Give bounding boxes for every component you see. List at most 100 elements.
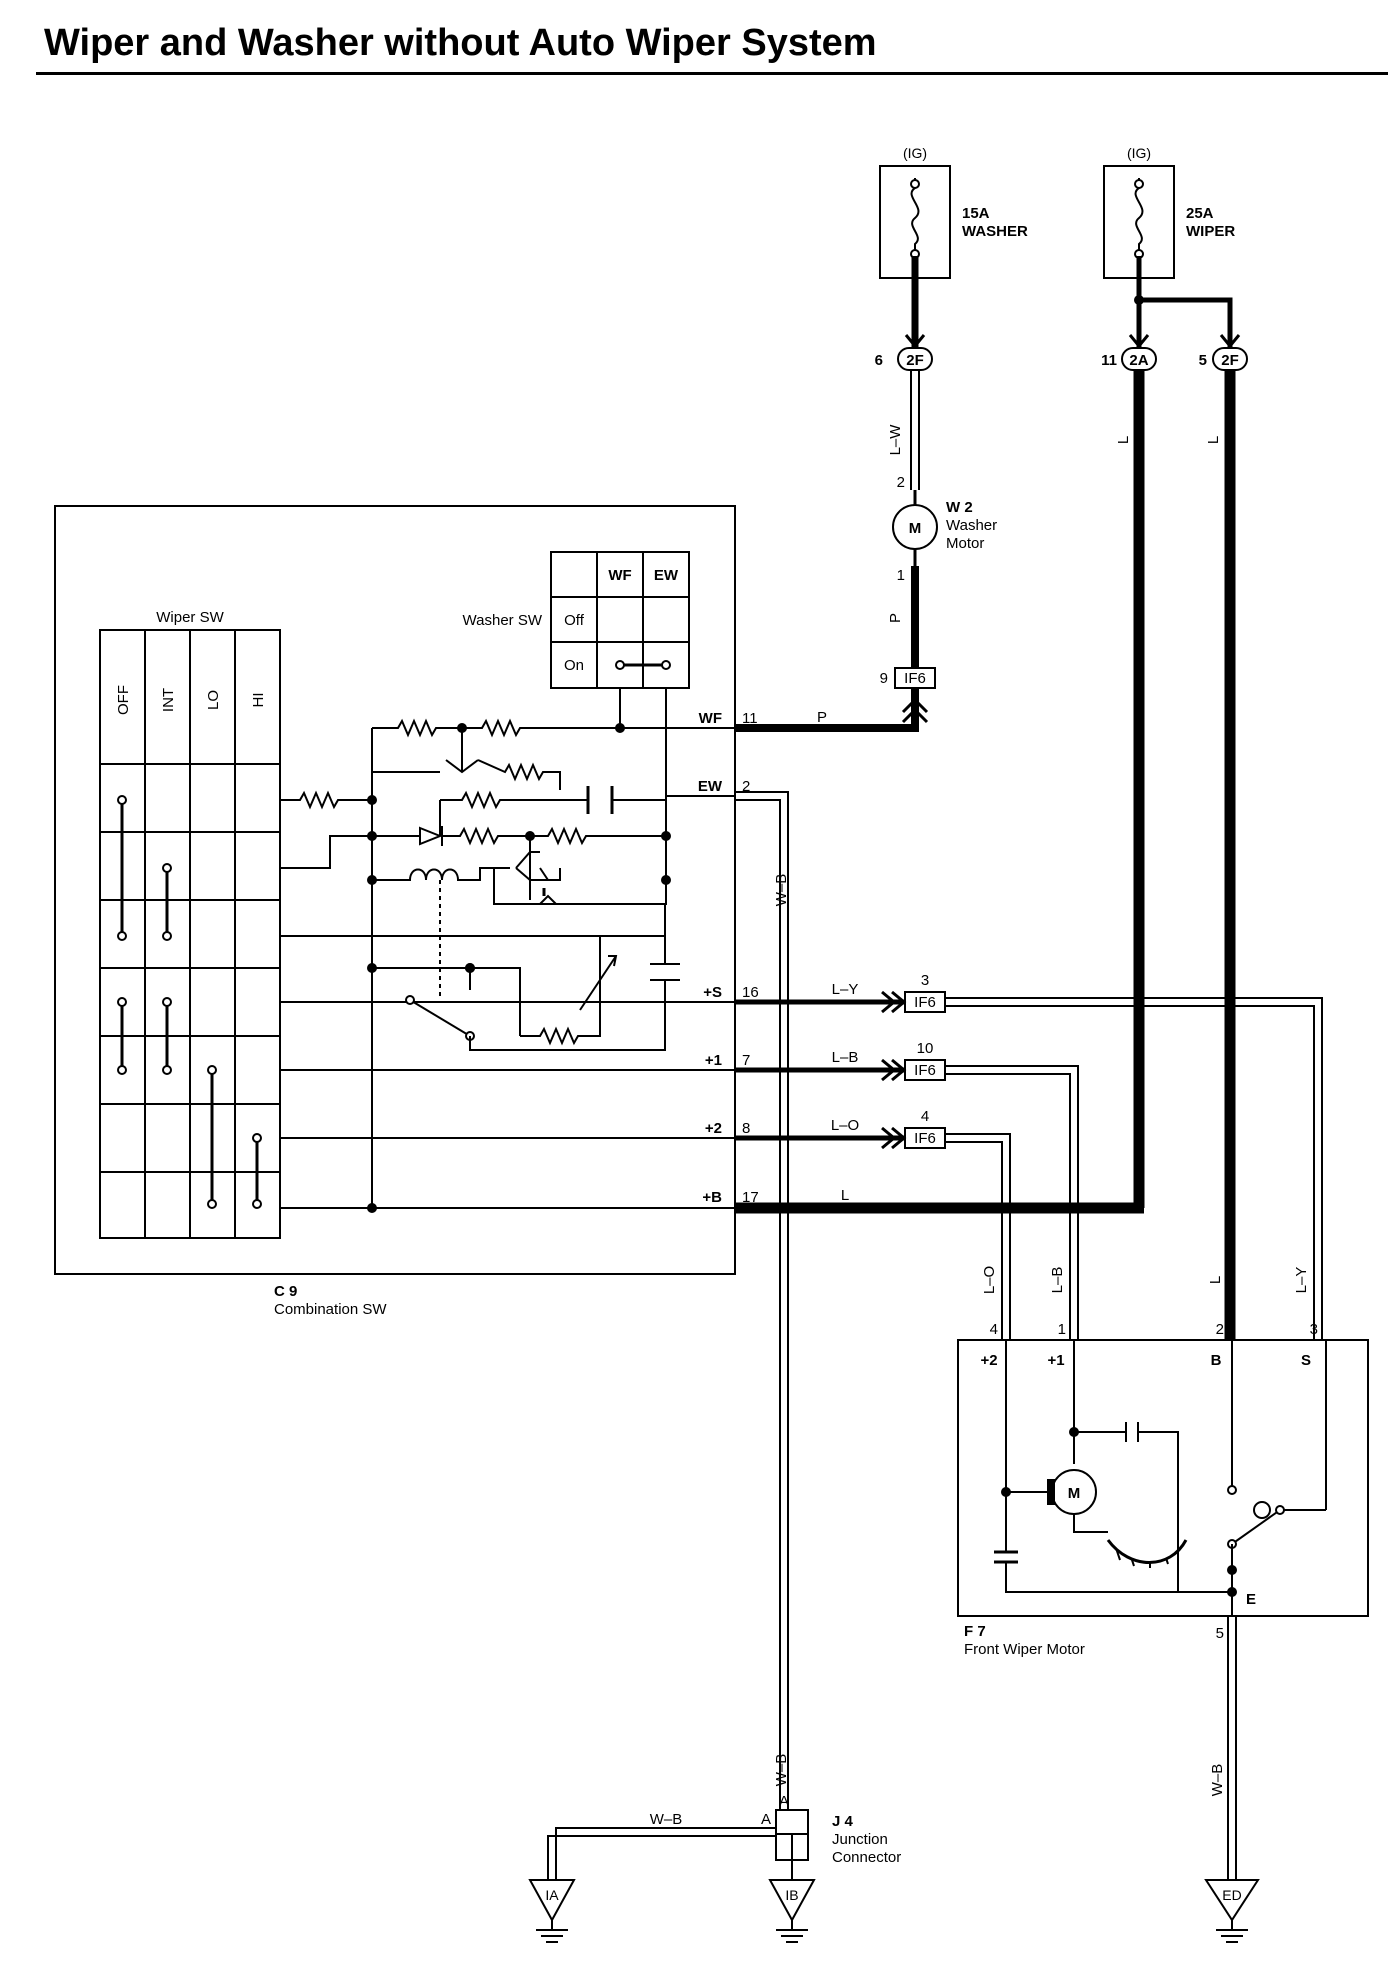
washer-motor-symbol: M — [909, 520, 922, 537]
if6-s-pin: 3 — [921, 972, 929, 989]
page-title: Wiper and Washer without Auto Wiper Syst… — [44, 22, 877, 64]
fwm-pin-3: 3 — [1310, 1321, 1318, 1338]
wiper-fuse-name: WIPER — [1186, 223, 1235, 240]
fwm-name: Front Wiper Motor — [964, 1641, 1085, 1658]
wire-l-2a: L — [1115, 436, 1132, 444]
ground-ed — [1204, 1879, 1260, 1943]
title-rule — [36, 72, 1388, 75]
washer-motor-pin-bottom: 1 — [897, 567, 905, 584]
connector-if6-1 — [904, 1059, 946, 1081]
term-2-pin: 8 — [742, 1120, 750, 1137]
fwm-motor-symbol: M — [1068, 1485, 1081, 1502]
washer-row-off: Off — [564, 612, 585, 629]
j4-pin-a-left: A — [761, 1811, 771, 1828]
pos-hi: HI — [250, 693, 267, 708]
j4-name1: Junction — [832, 1831, 888, 1848]
wiper-fuse-rating: 25A — [1186, 205, 1214, 222]
term-ew: EW — [698, 778, 723, 795]
term-ew-pin: 2 — [742, 778, 750, 795]
ground-ia — [528, 1879, 576, 1943]
washer-fuse-name: WASHER — [962, 223, 1028, 240]
front-wiper-motor-box — [957, 1339, 1369, 1617]
fwm-term-plus1: +1 — [1047, 1352, 1064, 1369]
c2a-code: 2A — [1129, 352, 1148, 369]
term-1: +1 — [705, 1052, 722, 1069]
term-s-pin: 16 — [742, 984, 759, 1001]
washer-row-on: On — [564, 657, 584, 674]
washer-motor-code: W 2 — [946, 499, 973, 516]
term-b-pin: 17 — [742, 1189, 759, 1206]
term-b: +B — [702, 1189, 722, 1206]
if6-p-code: IF6 — [904, 670, 926, 687]
wire-wb-ia: W–B — [650, 1811, 683, 1828]
washer-col-wf: WF — [608, 567, 631, 584]
wire-wb-ed: W–B — [1209, 1764, 1226, 1797]
wire-lb: L–B — [832, 1049, 859, 1066]
term-wf: WF — [699, 710, 722, 727]
wire-lw: L–W — [887, 424, 904, 456]
pos-int: INT — [160, 688, 177, 712]
wiper-fuse-source: (IG) — [1127, 145, 1151, 161]
fwm-code: F 7 — [964, 1623, 986, 1640]
pos-lo: LO — [205, 690, 222, 710]
c2f-wiper-code: 2F — [1221, 352, 1239, 369]
c2f-wiper-pin: 5 — [1199, 352, 1207, 369]
washer-motor-pin-top: 2 — [897, 474, 905, 491]
combination-sw-name: Combination SW — [274, 1301, 387, 1318]
connector-if6-2 — [904, 1127, 946, 1149]
fwm-pin-5: 5 — [1216, 1625, 1224, 1642]
wire-l-vertical: L — [1207, 1276, 1224, 1284]
wire-ly-vertical: L–Y — [1293, 1267, 1310, 1294]
if6-2-code: IF6 — [914, 1130, 936, 1147]
if6-p-pin: 9 — [880, 670, 888, 687]
if6-1-code: IF6 — [914, 1062, 936, 1079]
washer-fuse-source: (IG) — [903, 145, 927, 161]
wire-lb-vertical: L–B — [1049, 1267, 1066, 1294]
wire-lo: L–O — [831, 1117, 859, 1134]
fwm-term-s: S — [1301, 1352, 1311, 1369]
washer-motor-name1: Washer — [946, 517, 997, 534]
j4-code: J 4 — [832, 1813, 854, 1830]
combination-switch-box — [54, 505, 736, 1275]
wiper-sw-label: Wiper SW — [156, 609, 224, 626]
j4-pin-a-top: A — [779, 1793, 789, 1810]
term-1-pin: 7 — [742, 1052, 750, 1069]
fwm-term-b: B — [1211, 1352, 1222, 1369]
wire-p-vertical: P — [887, 613, 904, 623]
pos-off: OFF — [115, 685, 132, 715]
connector-if6-s — [904, 991, 946, 1013]
wire-wb-j4: W–B — [773, 1754, 790, 1787]
washer-sw-label: Washer SW — [463, 612, 543, 629]
washer-motor-name2: Motor — [946, 535, 984, 552]
if6-1-pin: 10 — [917, 1040, 934, 1057]
c2a-pin: 11 — [1101, 352, 1117, 369]
j4-name2: Connector — [832, 1849, 901, 1866]
ground-ia-label: IA — [545, 1887, 559, 1903]
ground-ed-label: ED — [1222, 1887, 1241, 1903]
connector-2f-washer — [897, 347, 933, 371]
if6-s-code: IF6 — [914, 994, 936, 1011]
washer-fuse-rating: 15A — [962, 205, 990, 222]
ground-ib-label: IB — [785, 1887, 798, 1903]
term-s: +S — [703, 984, 722, 1001]
washer-col-ew: EW — [654, 567, 679, 584]
combination-sw-code: C 9 — [274, 1283, 297, 1300]
c2f-washer-code: 2F — [906, 352, 924, 369]
wire-lo-vertical: L–O — [981, 1266, 998, 1294]
wiper-switch-grid — [99, 629, 281, 1239]
wire-wb-ew: W–B — [773, 874, 790, 907]
c2f-washer-pin: 6 — [875, 352, 883, 369]
if6-2-pin: 4 — [921, 1108, 929, 1125]
fwm-pin-1: 1 — [1058, 1321, 1066, 1338]
term-2: +2 — [705, 1120, 722, 1137]
fwm-pin-4: 4 — [990, 1321, 998, 1338]
ground-ib — [768, 1879, 816, 1943]
fwm-pin-2: 2 — [1216, 1321, 1224, 1338]
wire-l-plusb: L — [841, 1187, 849, 1204]
term-wf-pin: 11 — [742, 710, 758, 727]
wire-ly: L–Y — [832, 981, 859, 998]
wire-p-horizontal: P — [817, 709, 827, 726]
wire-l-2f: L — [1205, 436, 1222, 444]
fwm-term-e: E — [1246, 1591, 1256, 1608]
